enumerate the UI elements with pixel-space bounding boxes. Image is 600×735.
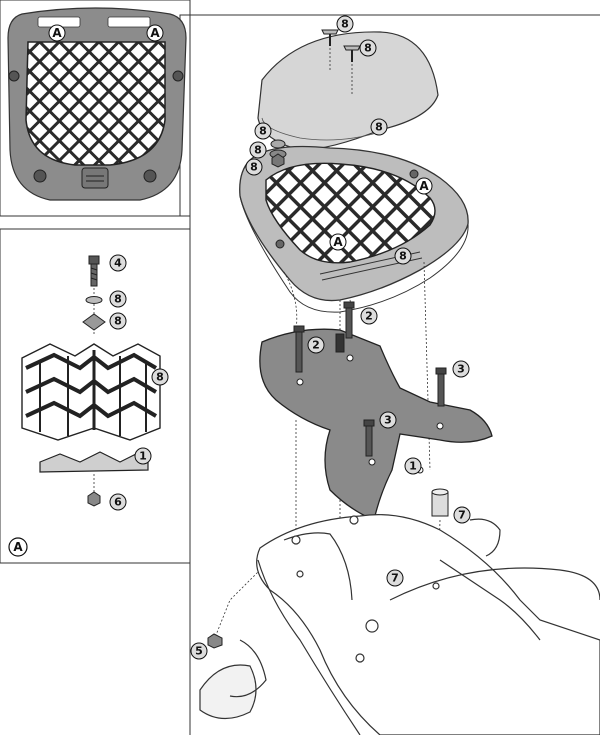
callout-6-label: 6 <box>114 496 122 509</box>
callout-8-grid-label: 8 <box>156 371 164 384</box>
callout-2-right-label: 2 <box>365 310 373 323</box>
motorcycle-rear-frame <box>199 514 600 735</box>
callout-1-inset: 1 <box>134 447 152 465</box>
marker-a-plate-right: A <box>415 177 433 195</box>
marker-a-inset: A <box>8 537 28 557</box>
callout-8-fastener-top: 8 <box>254 122 272 140</box>
nut-detail <box>87 491 101 507</box>
callout-8-grid: 8 <box>151 368 169 386</box>
callout-3-right: 3 <box>452 360 470 378</box>
callout-8-cap: 8 <box>109 312 127 330</box>
main-exploded-view: A A 8 8 8 8 8 8 <box>190 15 600 735</box>
callout-1-main: 1 <box>404 457 422 475</box>
callout-2-left-label: 2 <box>312 339 320 352</box>
rubber-cap-detail <box>82 313 106 331</box>
callout-8-washer: 8 <box>109 290 127 308</box>
callout-6: 6 <box>109 493 127 511</box>
callout-4-label: 4 <box>114 257 122 270</box>
marker-a-left-label: A <box>52 26 62 40</box>
callout-8-fastener-low-label: 8 <box>250 161 258 174</box>
callout-4: 4 <box>109 254 127 272</box>
callout-8-fastener-top-label: 8 <box>259 125 267 138</box>
callout-1-main-label: 1 <box>409 460 417 473</box>
washer-detail <box>85 296 103 304</box>
callout-8-screw-top: 8 <box>336 15 354 33</box>
plate-section-detail <box>39 451 149 473</box>
marker-a-plate-center: A <box>329 233 347 251</box>
callout-3-center-label: 3 <box>384 414 392 427</box>
marker-a-inset-label: A <box>13 540 23 554</box>
marker-a-plate-center-label: A <box>333 235 343 249</box>
callout-3-center: 3 <box>379 411 397 429</box>
cover-screws <box>321 29 361 62</box>
screw-detail <box>88 255 100 287</box>
callout-8-base-plate-label: 8 <box>399 250 407 263</box>
marker-a-plate-right-label: A <box>419 179 429 193</box>
callout-2-right: 2 <box>360 307 378 325</box>
base-plate-grid-perspective <box>265 162 436 264</box>
callout-8-fastener-low: 8 <box>245 158 263 176</box>
callout-8-fastener-mid-label: 8 <box>254 144 262 157</box>
callout-8-screw-second: 8 <box>359 39 377 57</box>
marker-a-right: A <box>146 24 164 42</box>
callout-8-base-plate: 8 <box>394 247 412 265</box>
callout-1-inset-label: 1 <box>139 450 147 463</box>
marker-a-left: A <box>48 24 66 42</box>
callout-5-label: 5 <box>195 645 203 658</box>
callout-5: 5 <box>190 642 208 660</box>
callout-8-washer-label: 8 <box>114 293 122 306</box>
callout-8-cover: 8 <box>370 118 388 136</box>
callout-8-screw-second-label: 8 <box>364 42 372 55</box>
flange-nut <box>207 633 223 649</box>
callout-3-right-label: 3 <box>457 363 465 376</box>
bolts-3 <box>363 367 447 457</box>
marker-a-right-label: A <box>150 26 160 40</box>
callout-8-cover-label: 8 <box>375 121 383 134</box>
grid-section-detail <box>21 343 161 441</box>
inset-base-plate-view: A A <box>0 0 191 217</box>
inset-detail-a: 4 8 8 8 1 6 A <box>0 228 191 564</box>
callout-7-upper-label: 7 <box>458 509 466 522</box>
bolts-2 <box>293 301 355 373</box>
base-plate-grid <box>25 41 166 166</box>
fastener-cluster <box>269 139 287 168</box>
mounting-bracket-plate <box>259 328 493 521</box>
callout-8-screw-top-label: 8 <box>341 18 349 31</box>
callout-7-lower: 7 <box>386 569 404 587</box>
callout-8-cap-label: 8 <box>114 315 122 328</box>
callout-7-lower-label: 7 <box>391 572 399 585</box>
callout-7-upper: 7 <box>453 506 471 524</box>
callout-8-fastener-mid: 8 <box>249 141 267 159</box>
callout-2-left: 2 <box>307 336 325 354</box>
